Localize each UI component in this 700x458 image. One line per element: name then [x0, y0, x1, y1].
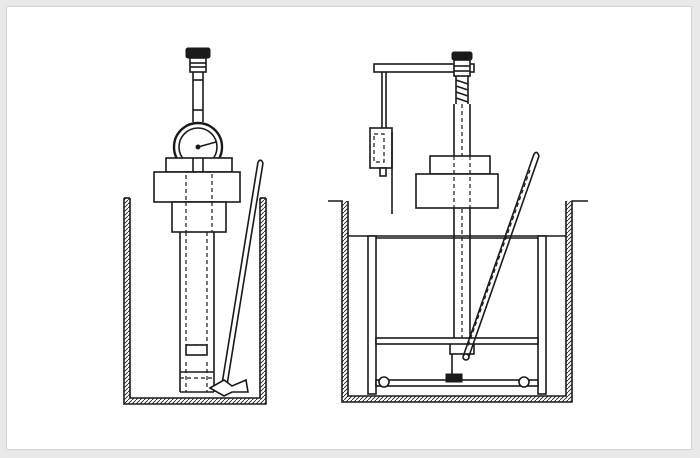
left-stirrer — [208, 159, 264, 397]
left-container — [123, 197, 267, 405]
right-weight — [415, 155, 499, 209]
right-thermometer — [462, 151, 540, 361]
left-top-knob — [185, 47, 211, 73]
left-stem — [192, 72, 204, 122]
left-cap — [153, 157, 241, 203]
right-top-bracket — [373, 51, 475, 77]
right-main-rod — [449, 104, 475, 355]
left-apparatus — [123, 47, 267, 405]
left-collar — [171, 201, 227, 233]
right-apparatus — [328, 51, 588, 403]
right-inner-rack — [367, 235, 547, 395]
figure-frame — [6, 6, 692, 450]
right-threaded-rod — [455, 76, 469, 104]
right-container — [328, 200, 588, 403]
right-hanging-gauge — [369, 72, 393, 214]
left-cylinder — [179, 232, 215, 393]
